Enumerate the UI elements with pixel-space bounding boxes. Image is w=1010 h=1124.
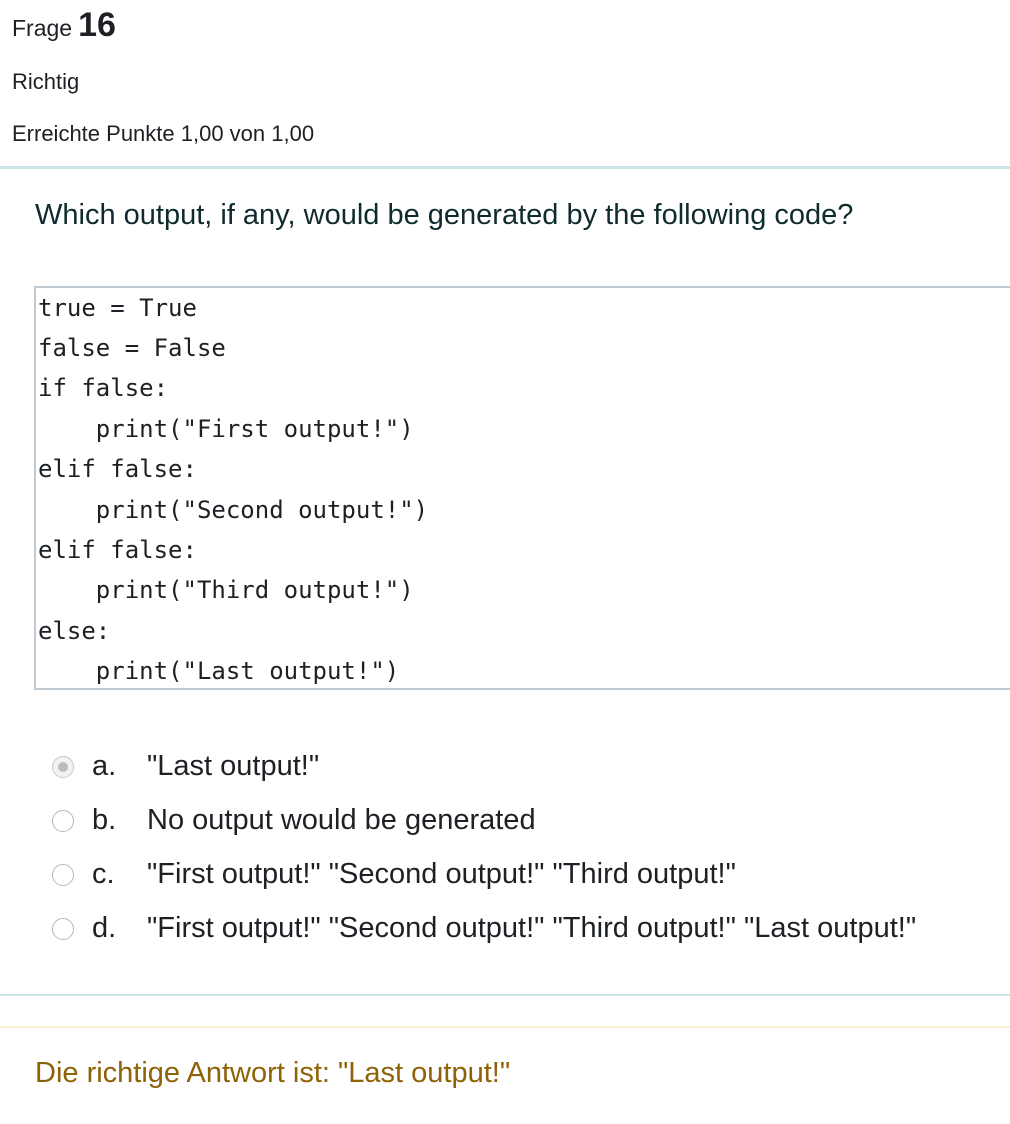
divider [0,166,1010,169]
feedback-divider [0,1026,1010,1028]
answer-text: "First output!" "Second output!" "Third … [147,858,736,890]
question-state: Richtig [12,69,80,94]
answer-letter: a. [92,750,117,782]
question-text: Which output, if any, would be generated… [35,199,854,231]
code-line: false = False [38,334,226,362]
code-line: elif false: [38,455,197,483]
feedback-area: Die richtige Antwort ist: "Last output!" [0,1026,1010,1124]
code-block: true = True false = False if false: prin… [34,286,1010,690]
answer-text: No output would be generated [147,804,536,836]
radio-button[interactable] [52,864,74,886]
answer-letter: b. [92,804,117,836]
code-line: print("Third output!") [38,576,414,604]
code-line: print("Second output!") [38,496,429,524]
question-label: Frage [12,15,73,41]
code-line: true = True [38,294,197,322]
answer-letter: d. [92,912,117,944]
code-line: print("First output!") [38,415,414,443]
right-answer-feedback: Die richtige Antwort ist: "Last output!" [35,1057,511,1089]
answer-option-a[interactable]: a. "Last output!" [0,744,1010,798]
answer-option-d[interactable]: d. "First output!" "Second output!" "Thi… [0,906,1010,960]
question-grade: Erreichte Punkte 1,00 von 1,00 [12,121,315,146]
radio-button-selected[interactable] [52,756,74,778]
question-number: 16 [78,6,116,44]
code-line: if false: [38,374,169,402]
answer-text: "Last output!" [147,750,320,782]
answer-option-c[interactable]: c. "First output!" "Second output!" "Thi… [0,852,1010,906]
radio-button[interactable] [52,918,74,940]
question-content: Which output, if any, would be generated… [0,169,1010,995]
code-line: elif false: [38,536,197,564]
answer-text: "First output!" "Second output!" "Third … [147,912,917,944]
divider [0,994,1010,996]
answer-letter: c. [92,858,115,890]
code-line: print("Last output!") [38,657,400,685]
radio-button[interactable] [52,810,74,832]
code-line: else: [38,617,111,645]
answer-option-b[interactable]: b. No output would be generated [0,798,1010,852]
